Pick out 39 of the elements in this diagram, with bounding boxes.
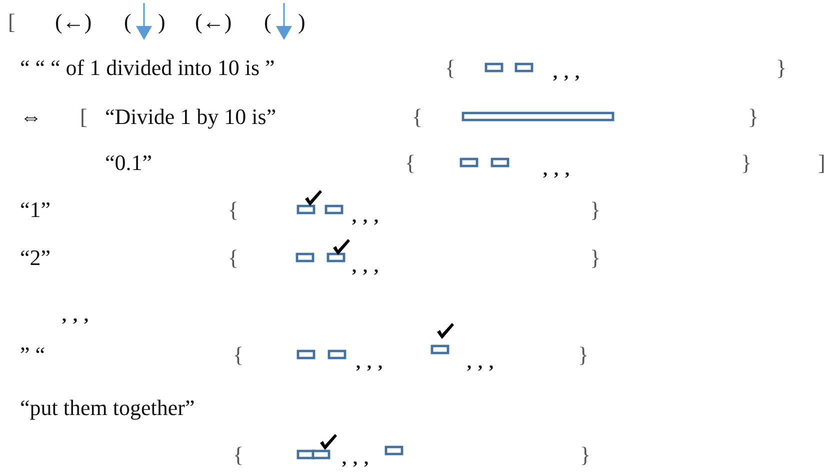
bracket-symbol: [ (80, 104, 88, 130)
comma-ellipsis: , , , (467, 353, 494, 371)
quoted-text: “Divide 1 by 10 is” (105, 104, 276, 130)
brace-symbol: { (228, 245, 239, 271)
quoted-text: “put them together” (20, 395, 195, 421)
comma-ellipsis: , , , (342, 449, 370, 467)
parenthesis-symbol: ) (298, 9, 306, 35)
quoted-text: “0.1” (105, 150, 152, 176)
equivalence-symbol: ⇔ (20, 104, 42, 130)
parenthesis-symbol: ( (264, 9, 272, 35)
brace-symbol: { (228, 197, 239, 223)
comma-ellipsis: , , , (543, 160, 570, 178)
brace-symbol: } (741, 150, 752, 176)
bracket-symbol: ] (818, 150, 826, 176)
brace-symbol: { (412, 104, 423, 130)
parenthesis-symbol: ) (158, 9, 166, 35)
quoted-text: “2” (20, 245, 51, 271)
left-arrow-symbol: (←) (55, 9, 92, 35)
quoted-text: “1” (20, 197, 51, 223)
quoted-text: ” “ (20, 342, 46, 368)
parenthesis-symbol: ( (124, 9, 132, 35)
comma-ellipsis: , , , (553, 63, 580, 81)
left-arrow-symbol: (←) (195, 9, 232, 35)
comma-ellipsis: , , , (352, 207, 380, 225)
bracket-symbol: [ (8, 9, 16, 35)
brace-symbol: } (578, 342, 589, 368)
brace-symbol: { (405, 150, 416, 176)
brace-symbol: } (590, 245, 601, 271)
brace-symbol: } (748, 104, 759, 130)
comma-ellipsis: , , , (352, 257, 380, 275)
brace-symbol: } (776, 55, 787, 81)
brace-symbol: { (445, 55, 456, 81)
quoted-text: “ “ “ of 1 divided into 10 is ” (20, 55, 275, 81)
brace-symbol: { (233, 342, 244, 368)
brace-symbol: { (233, 442, 244, 468)
brace-symbol: } (580, 442, 591, 468)
comma-ellipsis: , , , (356, 353, 384, 371)
brace-symbol: } (590, 197, 601, 223)
comma-ellipsis: , , , (62, 306, 90, 324)
